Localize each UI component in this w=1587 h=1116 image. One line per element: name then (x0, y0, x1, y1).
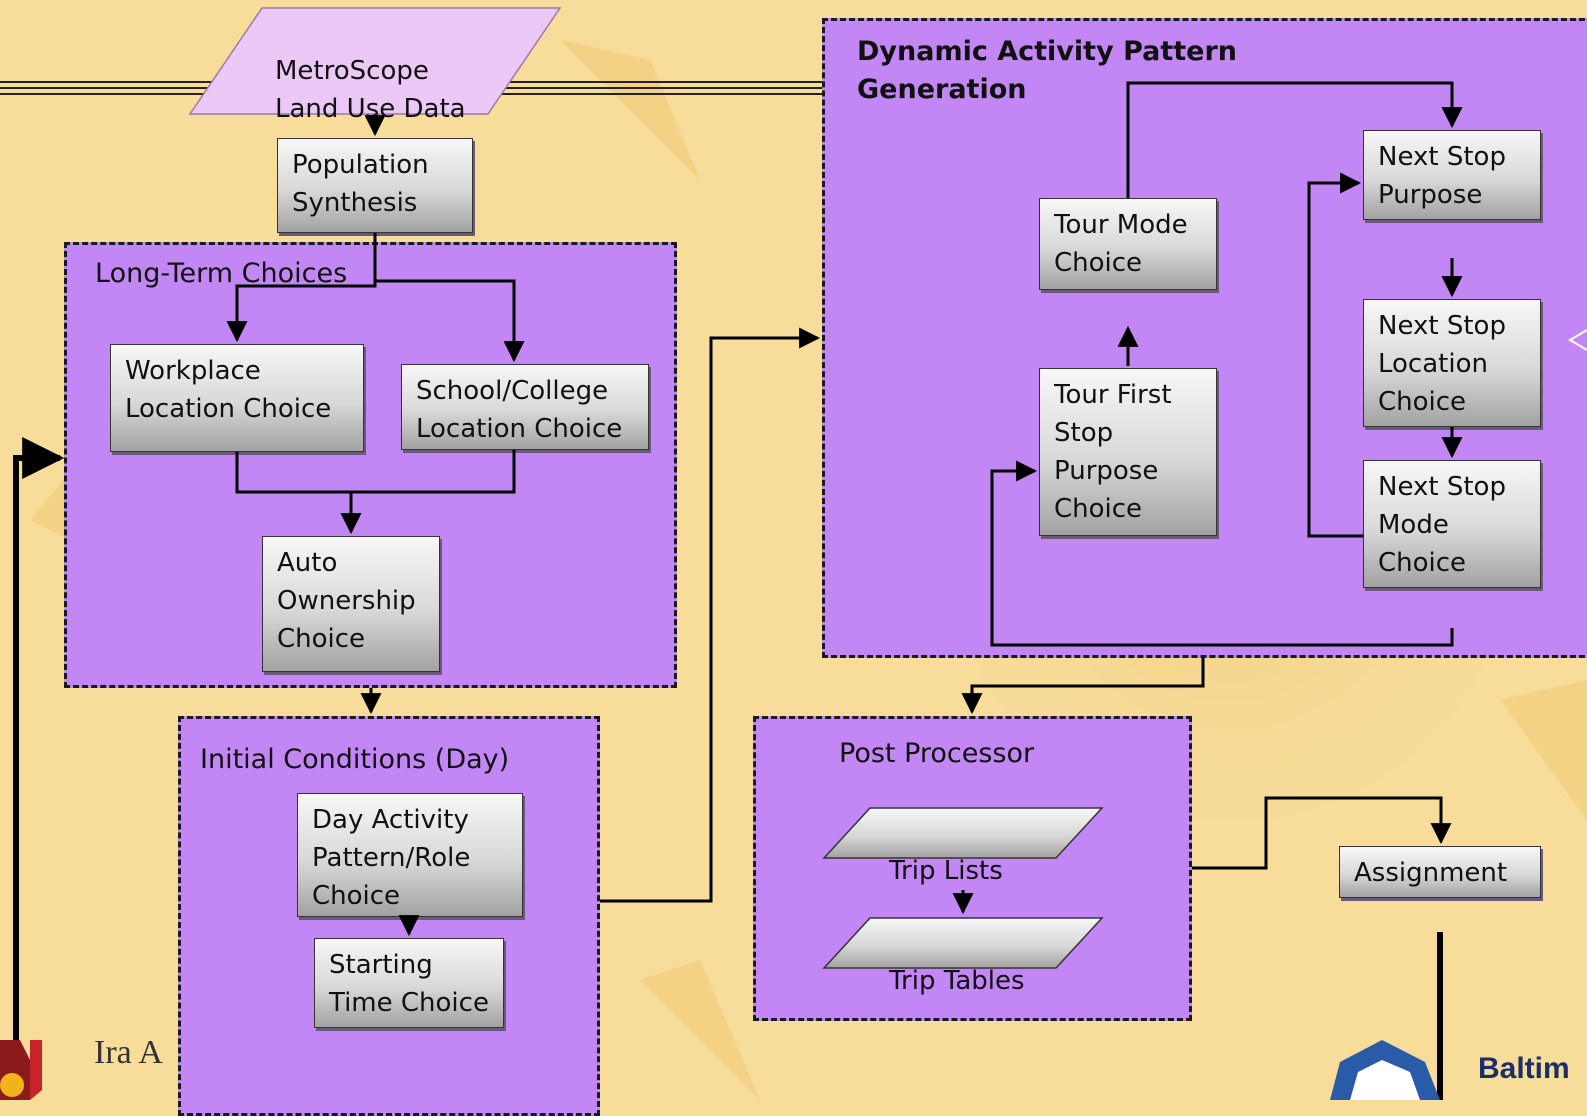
assignment-box: Assignment (1339, 846, 1541, 898)
right-logo-text: Baltim (1478, 1052, 1570, 1085)
initial-conditions-title: Initial Conditions (Day) (200, 744, 510, 775)
land-use-data-label: MetroScope Land Use Data (275, 56, 466, 124)
trip-lists-label: Trip Lists (889, 856, 1003, 886)
post-processor-panel: Post Processor (753, 716, 1192, 1021)
population-synthesis-box: Population Synthesis (277, 138, 473, 233)
land-use-data: MetroScope Land Use Data (275, 14, 466, 128)
dynamic-activity-title: Dynamic Activity Pattern Generation (857, 36, 1238, 105)
starting-time-box: Starting Time Choice (314, 938, 504, 1028)
auto-ownership-box: Auto Ownership Choice (262, 536, 440, 672)
left-logo-text: Ira A (94, 1034, 163, 1071)
trip-lists: Trip Lists (889, 814, 1003, 890)
long-term-choices-title: Long-Term Choices (95, 258, 348, 289)
school-college-location-box: School/College Location Choice (401, 364, 649, 450)
tour-mode-choice-box: Tour Mode Choice (1039, 198, 1217, 290)
post-processor-title: Post Processor (839, 738, 1035, 769)
day-activity-pattern-box: Day Activity Pattern/Role Choice (297, 793, 523, 917)
next-stop-location-box: Next Stop Location Choice (1363, 299, 1541, 427)
trip-tables-label: Trip Tables (889, 966, 1025, 996)
workplace-location-box: Workplace Location Choice (110, 344, 364, 452)
next-stop-mode-box: Next Stop Mode Choice (1363, 460, 1541, 588)
tour-first-stop-box: Tour First Stop Purpose Choice (1039, 368, 1217, 536)
trip-tables: Trip Tables (889, 924, 1025, 1000)
next-stop-purpose-box: Next Stop Purpose (1363, 130, 1541, 220)
